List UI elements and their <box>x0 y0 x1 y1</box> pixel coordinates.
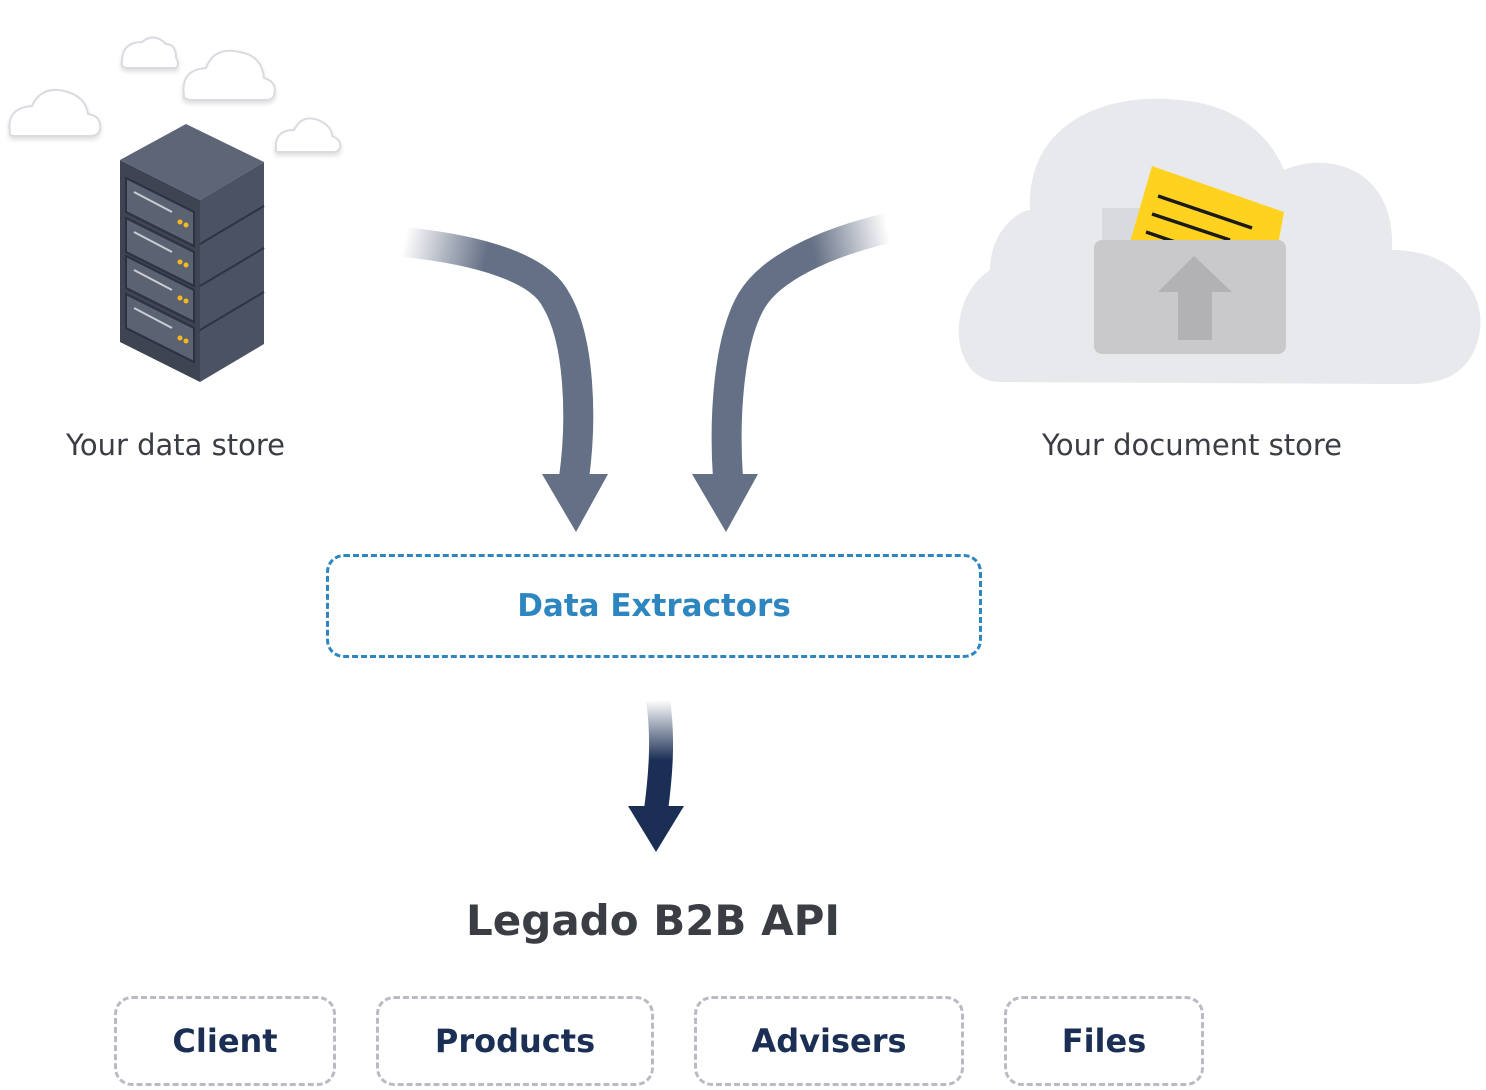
server-unit <box>125 176 195 248</box>
arrow-from-document-store <box>692 213 892 532</box>
api-module-client: Client <box>114 996 336 1086</box>
upload-arrow-icon <box>1158 256 1232 340</box>
arrow-from-data-store <box>402 227 608 532</box>
cloud-upload-folder-icon <box>958 98 1481 384</box>
server-unit <box>125 216 195 288</box>
cloud-icon <box>182 49 276 101</box>
server-rack-icon <box>120 124 265 382</box>
api-title: Legado B2B API <box>466 896 840 945</box>
cloud-icon <box>120 36 179 69</box>
server-unit <box>125 254 195 324</box>
document-store-label: Your document store <box>1042 428 1343 462</box>
cloud-icon <box>8 88 102 137</box>
cloud-icon <box>274 117 342 153</box>
api-module-products: Products <box>376 996 654 1086</box>
arrow-to-api <box>628 698 684 852</box>
api-module-files: Files <box>1004 996 1204 1086</box>
server-unit <box>125 292 195 364</box>
api-module-advisers: Advisers <box>694 996 964 1086</box>
data-extractors-box: Data Extractors <box>326 554 982 658</box>
data-store-label: Your data store <box>66 428 286 462</box>
data-extractors-label: Data Extractors <box>517 588 791 624</box>
